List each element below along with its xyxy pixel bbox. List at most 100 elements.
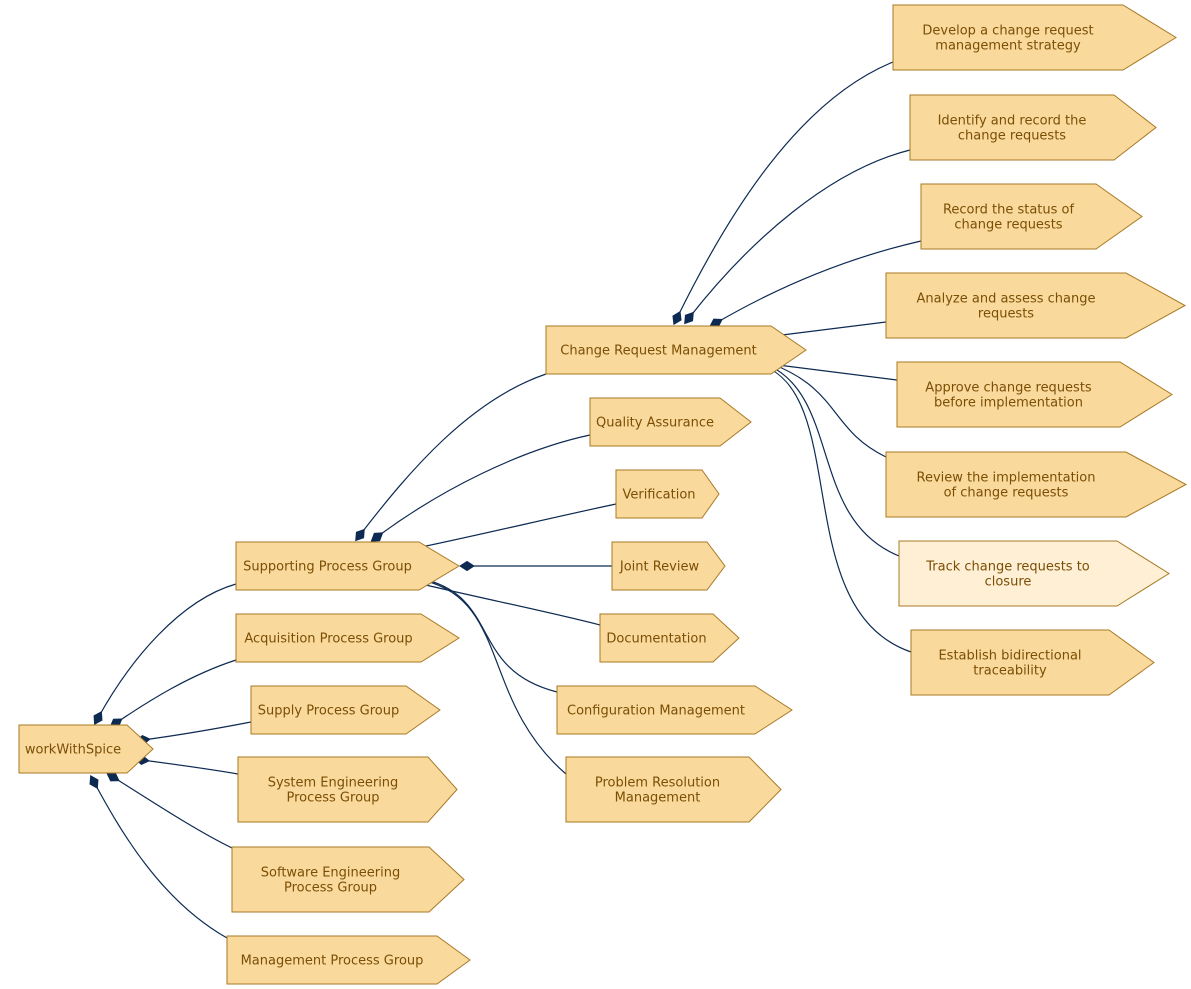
edge-root-to-sweng bbox=[106, 772, 233, 849]
node-joint[interactable]: Joint Review bbox=[611, 541, 726, 591]
edge-root-to-acquisition bbox=[109, 659, 237, 728]
node-label: Joint Review bbox=[619, 560, 700, 575]
edge-line bbox=[412, 581, 601, 626]
node-mgmt[interactable]: Management Process Group bbox=[226, 935, 471, 985]
node-label: Track change requests to bbox=[925, 560, 1090, 575]
edge-root-to-supply bbox=[135, 721, 252, 746]
node-shape bbox=[235, 613, 460, 663]
edge-line bbox=[142, 721, 252, 741]
composition-diamond-icon bbox=[459, 560, 475, 572]
node-shape bbox=[892, 4, 1177, 71]
edge-crm-to-t1 bbox=[672, 61, 894, 326]
node-shape bbox=[909, 94, 1157, 161]
node-label: Identify and record the bbox=[938, 114, 1087, 129]
edge-crm-to-t6 bbox=[764, 359, 887, 458]
node-supporting[interactable]: Supporting Process Group bbox=[235, 541, 460, 591]
edge-line bbox=[763, 365, 912, 653]
node-label: System Engineering bbox=[268, 776, 399, 791]
node-label: Management bbox=[615, 791, 701, 806]
node-shape bbox=[599, 613, 740, 663]
node-shape bbox=[545, 325, 807, 375]
node-label: Approve change requests bbox=[925, 381, 1092, 396]
edge-layer bbox=[89, 61, 922, 939]
edge-line bbox=[676, 61, 894, 319]
node-cfg[interactable]: Configuration Management bbox=[556, 685, 793, 735]
edge-line bbox=[426, 579, 558, 693]
edge-line bbox=[421, 579, 567, 775]
edge-line bbox=[769, 363, 898, 381]
node-label: Problem Resolution bbox=[595, 776, 720, 791]
node-shape bbox=[250, 685, 441, 735]
node-shape bbox=[885, 451, 1188, 518]
composition-diamond-icon bbox=[355, 528, 365, 542]
node-label: requests bbox=[978, 307, 1034, 322]
node-label: traceability bbox=[973, 664, 1047, 679]
node-acquisition[interactable]: Acquisition Process Group bbox=[235, 613, 460, 663]
edge-root-to-syseng bbox=[134, 754, 239, 775]
node-label: Develop a change request bbox=[922, 24, 1093, 39]
node-supply[interactable]: Supply Process Group bbox=[250, 685, 441, 735]
node-shape bbox=[910, 629, 1155, 696]
node-shape bbox=[611, 541, 726, 591]
edge-line bbox=[115, 659, 237, 724]
node-verification[interactable]: Verification bbox=[615, 469, 720, 519]
node-shape bbox=[235, 541, 460, 591]
edge-supporting-to-verification bbox=[404, 503, 617, 554]
edge-line bbox=[771, 363, 887, 458]
composition-diamond-icon bbox=[684, 311, 694, 325]
node-label: Documentation bbox=[606, 632, 706, 647]
node-label: closure bbox=[985, 575, 1032, 590]
node-label: Record the status of bbox=[943, 203, 1075, 218]
edge-line bbox=[112, 776, 233, 849]
node-label: Management Process Group bbox=[241, 954, 424, 969]
node-layer: workWithSpice Supporting Process GroupAcq… bbox=[18, 4, 1188, 985]
node-shape bbox=[920, 183, 1143, 250]
node-doc[interactable]: Documentation bbox=[599, 613, 740, 663]
node-root[interactable]: workWithSpice bbox=[18, 724, 154, 774]
node-shape bbox=[885, 272, 1187, 339]
node-label: Establish bidirectional bbox=[938, 649, 1081, 664]
node-shape bbox=[556, 685, 793, 735]
composition-diamond-icon bbox=[89, 775, 99, 789]
node-label: Review the implementation bbox=[917, 471, 1096, 486]
node-label: change requests bbox=[954, 218, 1062, 233]
node-crm[interactable]: Change Request Management bbox=[545, 325, 807, 375]
node-shape bbox=[231, 846, 465, 913]
edge-line bbox=[715, 240, 922, 324]
node-label: Acquisition Process Group bbox=[244, 632, 412, 647]
node-qa[interactable]: Quality Assurance bbox=[589, 397, 752, 447]
node-label: Configuration Management bbox=[567, 704, 745, 719]
edge-crm-to-t2 bbox=[684, 149, 911, 325]
edge-supporting-to-joint bbox=[459, 560, 612, 572]
edge-line bbox=[141, 759, 239, 775]
edge-supporting-to-crm bbox=[355, 373, 547, 542]
edge-line bbox=[376, 434, 591, 538]
edge-root-to-mgmt bbox=[89, 775, 228, 939]
node-label: Supporting Process Group bbox=[243, 560, 412, 575]
node-shape bbox=[226, 935, 471, 985]
node-label: before implementation bbox=[934, 396, 1083, 411]
node-label: management strategy bbox=[935, 39, 1081, 54]
node-shape bbox=[237, 756, 458, 823]
composition-diamond-icon bbox=[93, 711, 103, 725]
edge-line bbox=[97, 583, 237, 719]
node-label: Verification bbox=[622, 488, 695, 503]
edge-crm-to-t3 bbox=[709, 240, 922, 328]
edge-line bbox=[688, 149, 911, 319]
node-shape bbox=[615, 469, 720, 519]
node-label: of change requests bbox=[944, 486, 1069, 501]
edge-supporting-to-prm bbox=[414, 575, 567, 775]
